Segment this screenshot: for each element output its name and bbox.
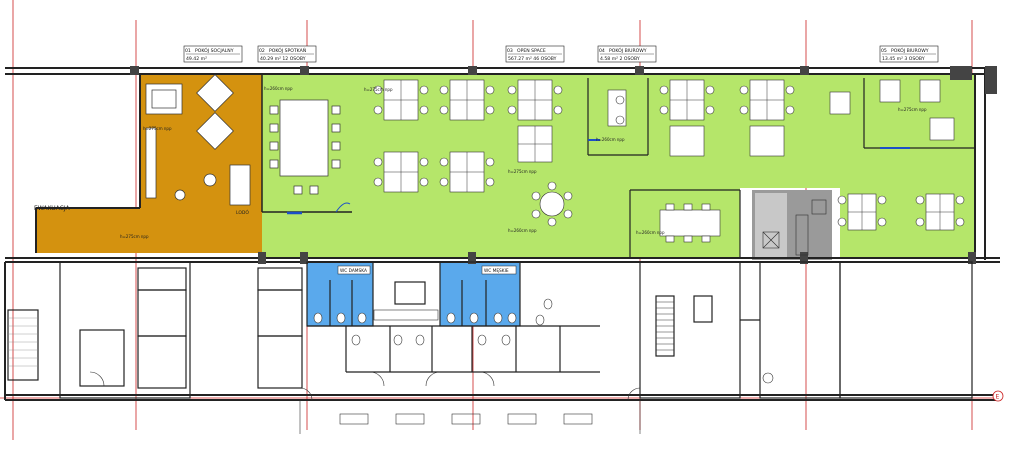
room-label-5-area: 13.45 m² 3 OSOBY (882, 56, 925, 62)
height-note-3: h=260cm npp (264, 86, 293, 91)
desk-dividers (384, 80, 954, 230)
room-label-3-area: 567.27 m² 46 OSOBY (508, 56, 557, 62)
lodo-label: LODÓ (236, 209, 249, 216)
room-label-3-name: OPEN SPACE (517, 48, 546, 54)
lower-wc-walls (345, 326, 600, 373)
height-note-1: h=275cm npp (143, 126, 172, 131)
room-label-1-area: 49.42 m² (186, 56, 207, 62)
wc-men-label: WC MĘSKIE (484, 268, 509, 274)
room-id-3: 03 (507, 48, 513, 54)
height-note-6: h=260cm npp (508, 228, 537, 233)
columns (130, 66, 997, 264)
meeting-room (261, 74, 352, 213)
meeting-room-2 (659, 203, 721, 243)
tech-room-details (762, 199, 827, 256)
axis-bubble (992, 390, 1004, 402)
parking-marks (299, 400, 641, 434)
room-label-3: 03 OPEN SPACE 567.27 m² 46 OSOBY (505, 45, 565, 63)
room-label-4: 04 POKÓJ BIUROWY 4.58 m² 2 OSOBY (597, 45, 657, 63)
room-label-4-name: POKÓJ BIUROWY (609, 47, 647, 54)
wc-fixtures (313, 298, 553, 346)
height-note-8: h=260cm npp (636, 230, 665, 235)
office-05-furniture (829, 79, 955, 141)
room-label-2-area: 40.29 m² 12 OSOBY (260, 56, 306, 62)
room-label-5-name: POKÓJ BIUROWY (891, 47, 929, 54)
height-note-9: h=275cm npp (898, 107, 927, 112)
room-id-5: 05 (881, 48, 887, 54)
room-label-1: 01 POKÓJ SOCJALNY 49.42 m² (183, 45, 243, 63)
wc-label-men: WC MĘSKIE (481, 265, 517, 275)
axis-label: E (996, 394, 1000, 401)
meeting-room-2-walls (629, 189, 741, 258)
wc-women-label: WC DAMSKA (340, 268, 367, 274)
room-label-2: 02 POKÓJ SPOTKAŃ 40.29 m² 12 OSOBY (257, 45, 317, 63)
room-id-1: 01 (185, 48, 191, 54)
core-left-hatch (8, 317, 38, 367)
open-space-area (262, 74, 975, 258)
sink-fixture (762, 372, 774, 384)
room-label-2-name: POKÓJ SPOTKAŃ (269, 47, 306, 54)
social-room-furniture (145, 74, 251, 206)
room-id-4: 04 (599, 48, 605, 54)
height-note-2: h=275cm npp (120, 234, 149, 239)
room-label-5: 05 POKÓJ BIUROWY 13.45 m² 3 OSOBY (879, 45, 939, 63)
core-left (7, 261, 303, 399)
room-id-2: 02 (259, 48, 265, 54)
chairs (373, 85, 965, 227)
wc-label-women: WC DAMSKA (337, 265, 371, 275)
wc-walls (306, 261, 600, 327)
evacuation-label: EWAKUACJA (34, 205, 71, 212)
round-table (531, 181, 573, 227)
room-label-4-area: 4.58 m² 2 OSOBY (600, 56, 640, 62)
room-label-1-name: POKÓJ SOCJALNY (195, 47, 234, 54)
office-04-furniture (607, 89, 627, 127)
tech-room-light (755, 193, 787, 257)
height-note-7: h=260cm npp (596, 137, 625, 142)
stairs (656, 301, 674, 351)
height-note-4: h=275cm npp (364, 87, 393, 92)
height-note-5: h=275cm npp (508, 169, 537, 174)
meeting-door-swing (335, 202, 351, 213)
office-04 (587, 78, 649, 156)
